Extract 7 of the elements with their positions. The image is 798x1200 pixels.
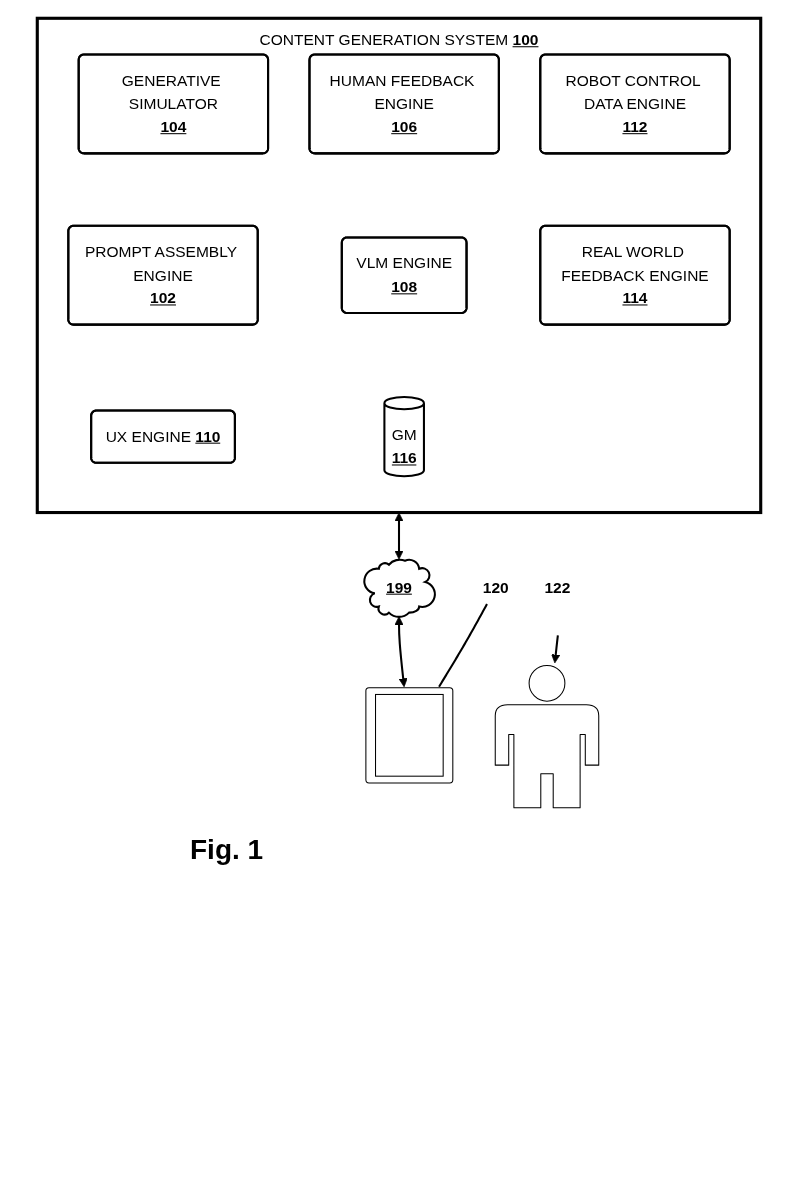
connector xyxy=(438,603,488,688)
arrow xyxy=(394,512,404,560)
arrow xyxy=(394,616,408,688)
figure-caption: Fig. 1 xyxy=(190,834,264,867)
arrow xyxy=(551,635,561,664)
node-text: 122 xyxy=(544,578,571,596)
node-text: 120 xyxy=(482,578,509,596)
